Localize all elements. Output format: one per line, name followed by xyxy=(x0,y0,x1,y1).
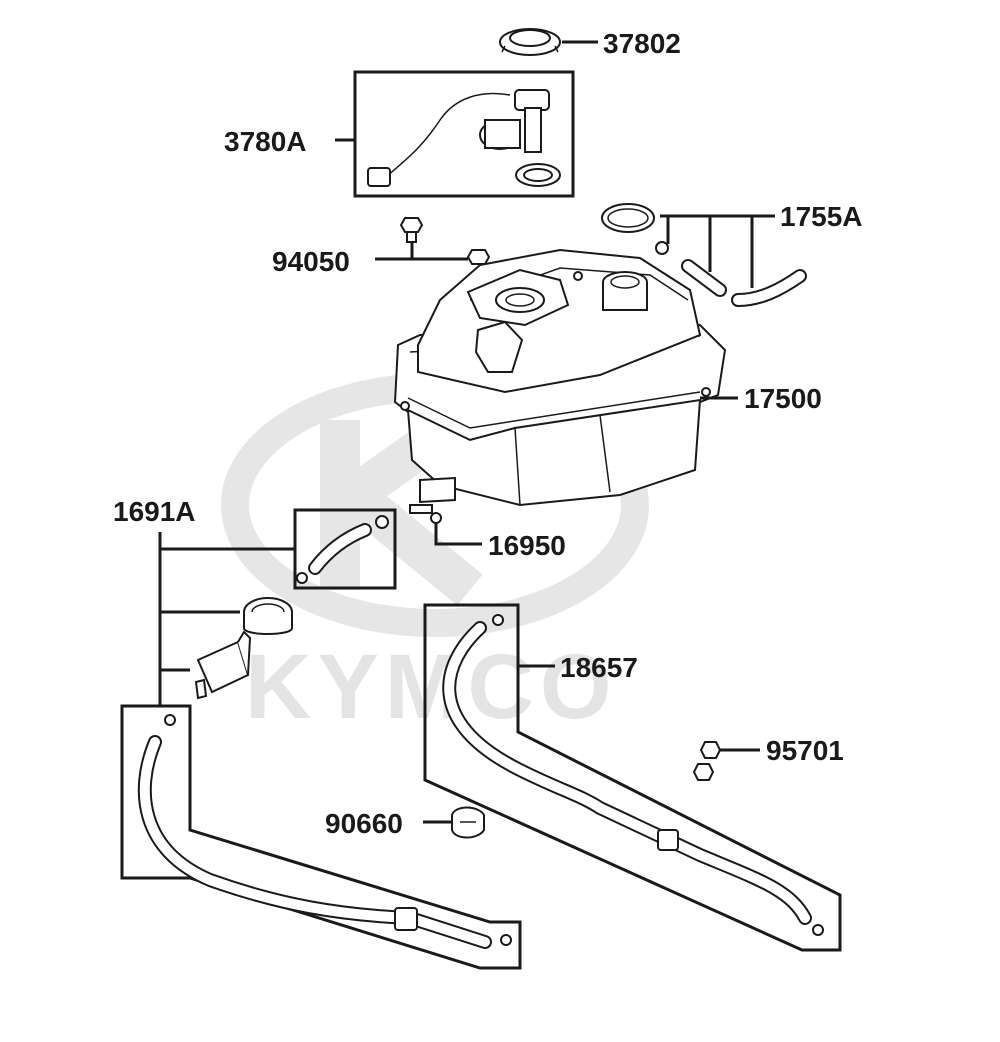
part-95701-bolts xyxy=(692,741,722,781)
callout-1691A-label: 1691A xyxy=(113,496,196,527)
part-37802-ring xyxy=(499,28,561,56)
part-1691A-fuel-filter xyxy=(194,630,252,700)
part-90660-clamp xyxy=(451,806,485,839)
part-3780A-fuel-pump xyxy=(367,89,561,187)
part-1691A-clamp xyxy=(243,597,293,635)
callout-95701: 95701 xyxy=(766,735,844,766)
callout-1691A-value: 1691A xyxy=(113,496,196,527)
box-18657 xyxy=(423,603,842,952)
part-18657-fuel-hose xyxy=(442,614,824,936)
watermark-brand: KYMCO xyxy=(245,636,617,738)
part-17500-fuel-tank xyxy=(393,248,727,524)
box-3780A xyxy=(353,70,575,198)
callout-18657: 18657 xyxy=(560,652,638,683)
callout-16950: 16950 xyxy=(488,530,566,561)
callout-94050: 94050 xyxy=(272,246,350,277)
callout-37802: 37802 xyxy=(603,28,681,59)
part-94050-nuts xyxy=(399,217,491,265)
callout-90660: 90660 xyxy=(325,808,403,839)
callout-1755A: 1755A xyxy=(780,201,863,232)
box-1691A-long-hose xyxy=(120,704,522,970)
part-1691A-long-hose xyxy=(137,714,512,949)
part-1691A-short-hose xyxy=(296,515,389,584)
callout-3780A: 3780A xyxy=(224,126,307,157)
part-1755A-hose-kit xyxy=(601,203,807,307)
callout-17500: 17500 xyxy=(744,383,822,414)
box-1691A-hose xyxy=(293,508,397,590)
